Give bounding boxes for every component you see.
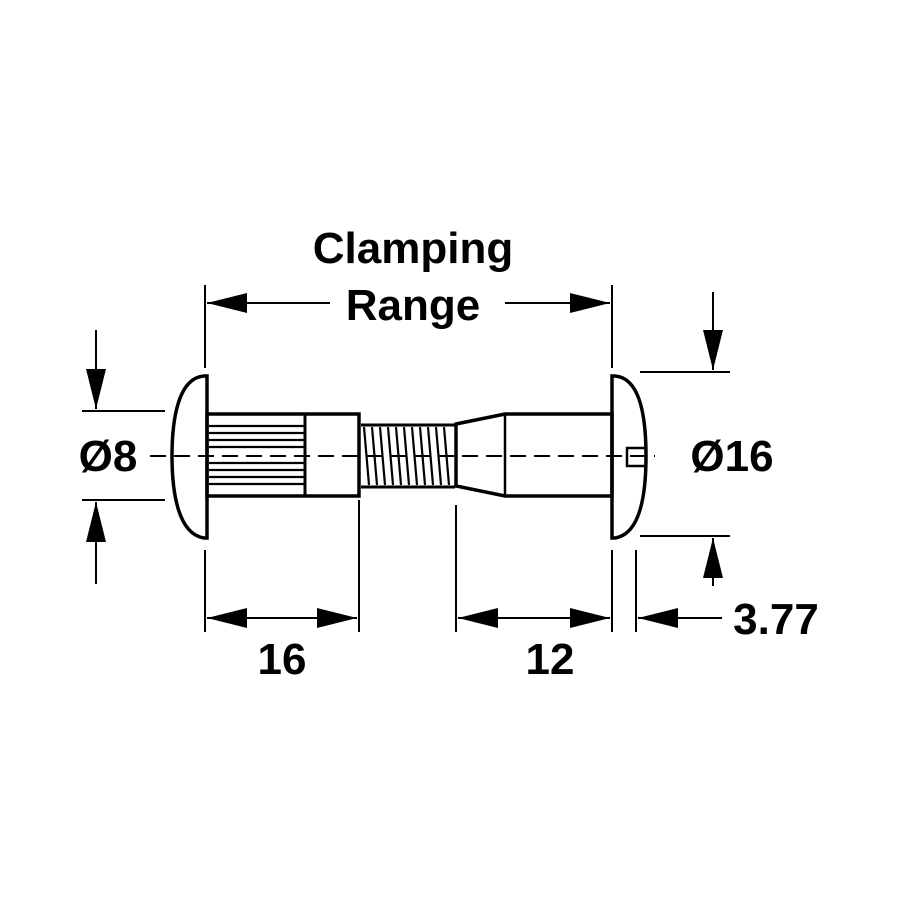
diameter-small-dimension: [82, 330, 165, 584]
head-thickness-dimension: [635, 550, 722, 632]
head-thickness-label: 3.77: [733, 595, 819, 644]
clamping-label-line1: Clamping: [313, 224, 513, 273]
diameter-large-dimension: [640, 292, 730, 586]
diameter-small-label: Ø8: [79, 432, 138, 481]
length-right-dimension: [455, 505, 613, 632]
clamping-range-dimension: [204, 285, 613, 368]
length-left-label: 16: [258, 635, 307, 684]
clamping-label-line2: Range: [346, 281, 480, 330]
length-right-label: 12: [526, 635, 575, 684]
knurl-lines: [209, 424, 304, 486]
length-left-dimension: [204, 500, 360, 632]
diameter-large-label: Ø16: [690, 432, 773, 481]
sleeve-head-left: [170, 374, 209, 540]
